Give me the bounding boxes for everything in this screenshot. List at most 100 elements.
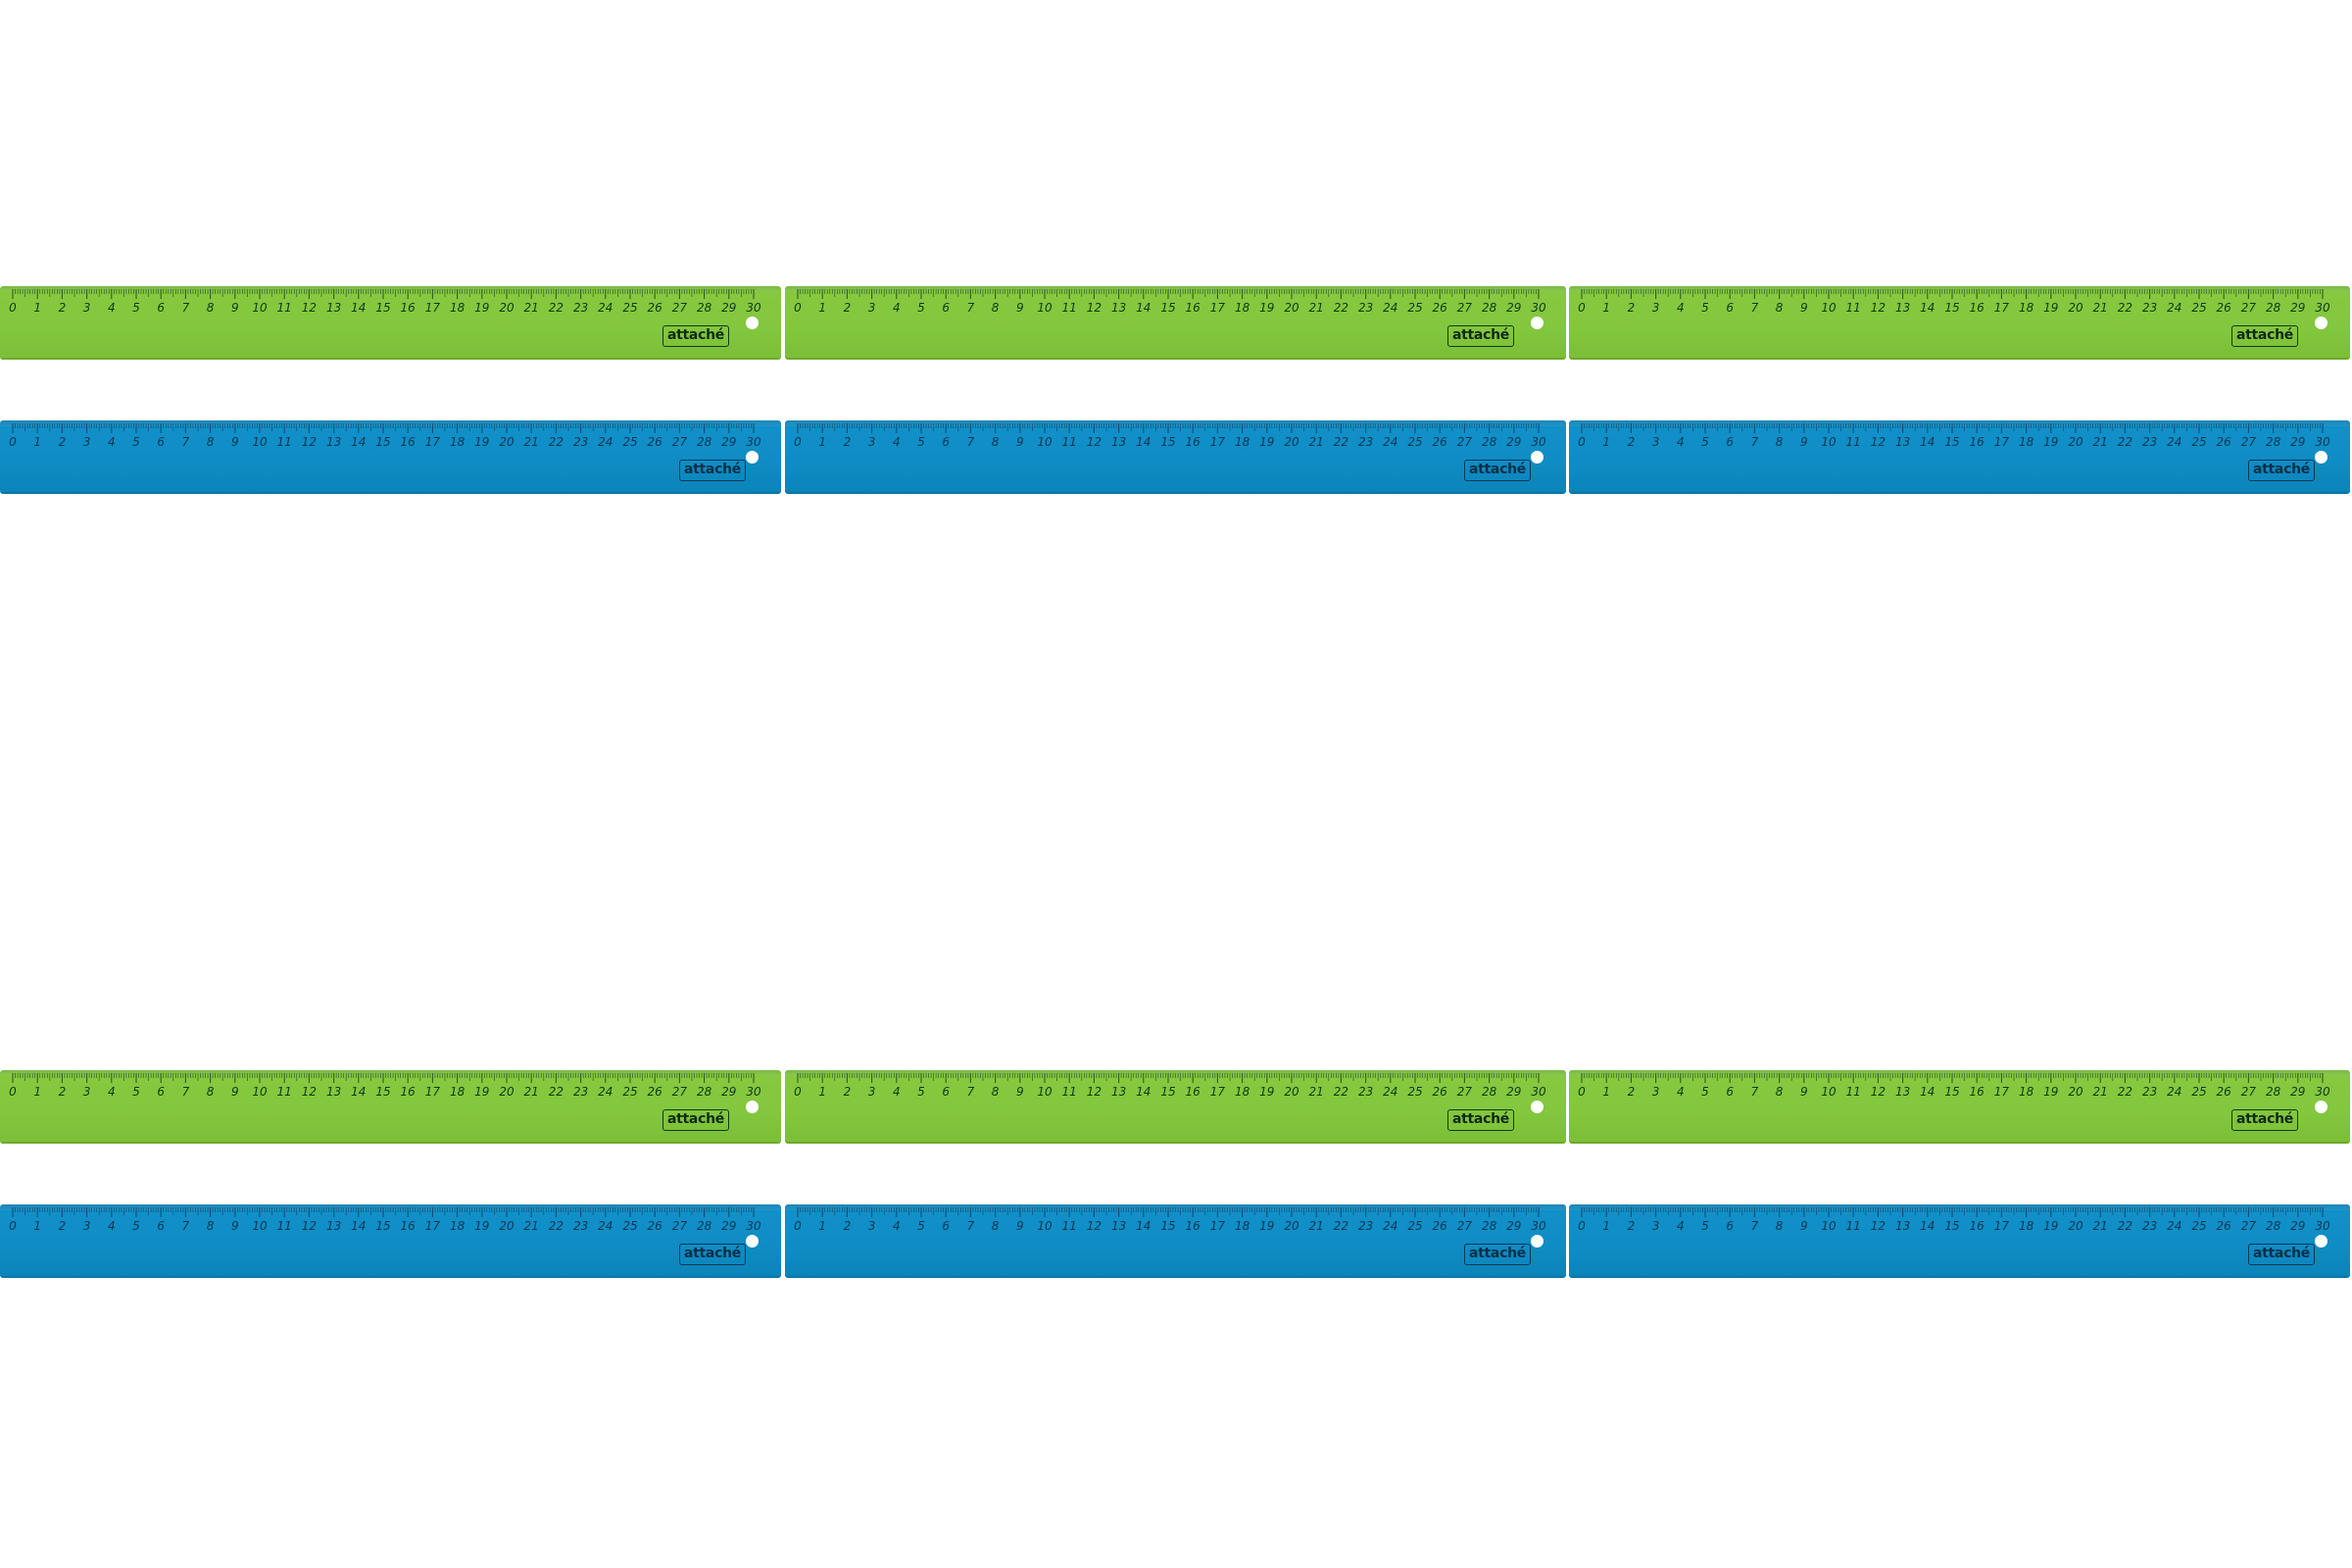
cm-label: 29	[1506, 1219, 1521, 1233]
cm-label: 28	[697, 1219, 712, 1233]
cm-label: 19	[1259, 301, 1274, 315]
cm-label: 24	[1383, 1085, 1397, 1099]
cm-label: 8	[992, 1085, 1000, 1099]
cm-label: 1	[1602, 301, 1610, 315]
cm-label: 4	[893, 1219, 901, 1233]
cm-label: 22	[1334, 301, 1348, 315]
cm-label: 5	[1701, 435, 1709, 449]
cm-label: 9	[231, 435, 239, 449]
cm-label: 28	[1482, 301, 1497, 315]
cm-label: 10	[1821, 301, 1837, 315]
cm-label: 13	[1895, 301, 1910, 315]
cm-label: 12	[1871, 301, 1886, 315]
cm-label: 26	[2217, 1219, 2232, 1233]
cm-label: 29	[2290, 435, 2305, 449]
cm-label: 3	[83, 435, 91, 449]
hanging-hole	[1531, 1235, 1544, 1248]
cm-label: 19	[474, 1219, 489, 1233]
cm-label: 5	[132, 435, 140, 449]
cm-label: 13	[1111, 301, 1126, 315]
cm-label: 7	[1751, 1219, 1759, 1233]
brand-logo: attaché	[679, 460, 746, 481]
cm-label: 19	[474, 1085, 489, 1099]
cm-label: 20	[1284, 1219, 1299, 1233]
cm-label: 0	[1578, 1085, 1586, 1099]
hanging-hole	[2315, 317, 2328, 329]
cm-label: 9	[1016, 1219, 1024, 1233]
cm-label: 27	[2241, 1085, 2257, 1099]
cm-label: 30	[746, 301, 761, 315]
cm-label: 4	[1677, 1085, 1685, 1099]
brand-logo: attaché	[2248, 1244, 2315, 1265]
cm-label: 15	[1160, 1219, 1175, 1233]
cm-label: 3	[83, 1085, 91, 1099]
cm-label: 3	[868, 1219, 876, 1233]
cm-label: 3	[83, 301, 91, 315]
cm-label: 14	[1136, 1219, 1151, 1233]
brand-logo: attaché	[679, 1244, 746, 1265]
cm-label: 6	[157, 1085, 165, 1099]
cm-label: 10	[1037, 1219, 1053, 1233]
cm-label: 23	[573, 301, 588, 315]
cm-label: 29	[1506, 1085, 1521, 1099]
cm-label: 7	[967, 435, 975, 449]
cm-label: 1	[1602, 435, 1610, 449]
cm-label: 7	[182, 1219, 190, 1233]
cm-label: 15	[375, 1219, 390, 1233]
cm-label: 22	[1334, 1085, 1348, 1099]
cm-label: 27	[1457, 435, 1473, 449]
cm-label: 30	[1531, 1085, 1546, 1099]
cm-label: 25	[2191, 301, 2206, 315]
cm-label: 20	[1284, 435, 1299, 449]
cm-label: 30	[1531, 435, 1546, 449]
cm-label: 19	[474, 301, 489, 315]
cm-label: 0	[9, 301, 17, 315]
cm-label: 1	[818, 1085, 826, 1099]
cm-label: 14	[1920, 1219, 1935, 1233]
cm-label: 10	[252, 1085, 268, 1099]
cm-label: 15	[1944, 1219, 1959, 1233]
cm-label: 13	[1111, 1219, 1126, 1233]
cm-label: 9	[1016, 435, 1024, 449]
cm-label: 12	[302, 435, 317, 449]
cm-label: 23	[573, 1085, 588, 1099]
cm-label: 21	[1309, 1085, 1324, 1099]
cm-label: 11	[277, 1085, 292, 1099]
cm-label: 24	[1383, 1219, 1397, 1233]
cm-label: 15	[1944, 1085, 1959, 1099]
cm-label: 15	[375, 435, 390, 449]
cm-label: 8	[1776, 435, 1784, 449]
cm-label: 17	[1210, 435, 1226, 449]
cm-label: 2	[59, 1219, 67, 1233]
cm-label: 16	[1970, 301, 1985, 315]
cm-label: 6	[942, 1085, 950, 1099]
cm-label: 22	[2118, 301, 2132, 315]
cm-label: 11	[1062, 1219, 1077, 1233]
cm-label: 12	[1087, 1085, 1102, 1099]
hanging-hole	[2315, 1101, 2328, 1113]
cm-label: 24	[1383, 435, 1397, 449]
cm-label: 25	[622, 1219, 637, 1233]
brand-logo: attaché	[662, 1109, 729, 1131]
cm-label: 11	[277, 301, 292, 315]
cm-label: 5	[917, 1219, 925, 1233]
cm-label: 8	[207, 1219, 215, 1233]
cm-label: 26	[2217, 1085, 2232, 1099]
hanging-hole	[1531, 317, 1544, 329]
cm-label: 13	[1111, 1085, 1126, 1099]
cm-label: 30	[746, 1219, 761, 1233]
cm-label: 2	[59, 435, 67, 449]
cm-label: 21	[524, 1085, 539, 1099]
cm-label: 26	[1433, 301, 1448, 315]
hanging-hole	[1531, 451, 1544, 464]
cm-label: 0	[1578, 301, 1586, 315]
cm-label: 3	[83, 1219, 91, 1233]
cm-label: 4	[1677, 301, 1685, 315]
cm-label: 5	[132, 1219, 140, 1233]
